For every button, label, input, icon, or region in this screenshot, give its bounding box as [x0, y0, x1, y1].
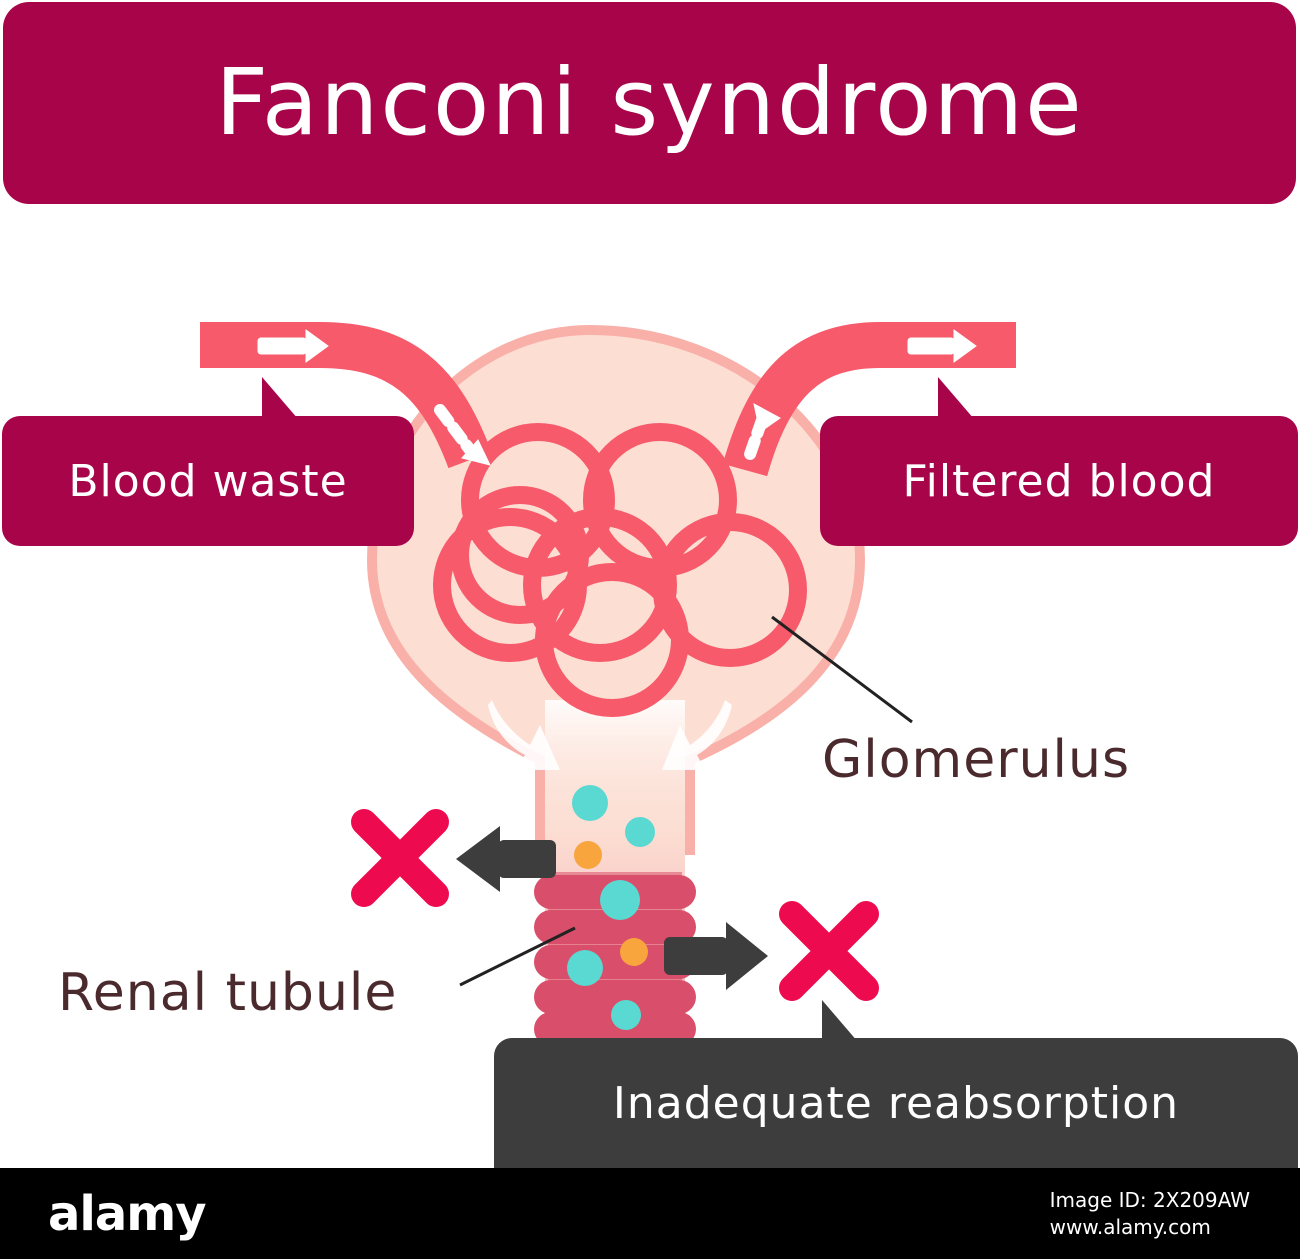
arrow-right-icon	[907, 329, 977, 363]
renal-tubule-label: Renal tubule	[58, 963, 398, 1023]
flow-arrows	[257, 329, 977, 466]
renal-tubule-leader-line	[459, 926, 576, 987]
glomerulus-label: Glomerulus	[822, 730, 1131, 790]
x-mark-icon	[779, 901, 879, 1001]
x-mark-icon	[351, 809, 449, 907]
arrow-left-icon	[456, 826, 556, 892]
footer-image-id: Image ID: 2X209AW	[1049, 1187, 1250, 1212]
footer-meta: Image ID: 2X209AW www.alamy.com	[1050, 1187, 1250, 1241]
page-title: Fanconi syndrome	[215, 49, 1084, 156]
nephron-diagram	[200, 322, 1016, 1046]
footer-site: www.alamy.com	[1049, 1214, 1211, 1239]
reabsorption-arrows	[456, 826, 768, 990]
inadequate-reabsorption-callout: Inadequate reabsorption	[494, 1038, 1298, 1168]
glomerulus-loops	[433, 423, 807, 717]
title-banner: Fanconi syndrome	[3, 2, 1296, 204]
filtration-arrows	[488, 700, 732, 770]
arrow-right-icon	[257, 329, 329, 363]
blood-waste-callout-tail	[262, 377, 298, 419]
inadequate-reabsorption-callout-tail	[822, 1000, 858, 1042]
arrow-right-icon	[664, 922, 768, 990]
filtered-blood-callout: Filtered blood	[820, 416, 1298, 546]
blood-waste-label: Blood waste	[68, 455, 348, 507]
particles	[567, 785, 655, 1030]
blood-waste-callout: Blood waste	[2, 416, 414, 546]
footer-bar: alamy Image ID: 2X209AW www.alamy.com	[0, 1168, 1300, 1259]
filtered-blood-callout-tail	[938, 377, 974, 419]
inadequate-reabsorption-label: Inadequate reabsorption	[612, 1077, 1180, 1129]
filtered-blood-label: Filtered blood	[902, 455, 1216, 507]
footer-logo: alamy	[48, 1185, 207, 1242]
glomerulus-leader-line	[771, 615, 913, 724]
